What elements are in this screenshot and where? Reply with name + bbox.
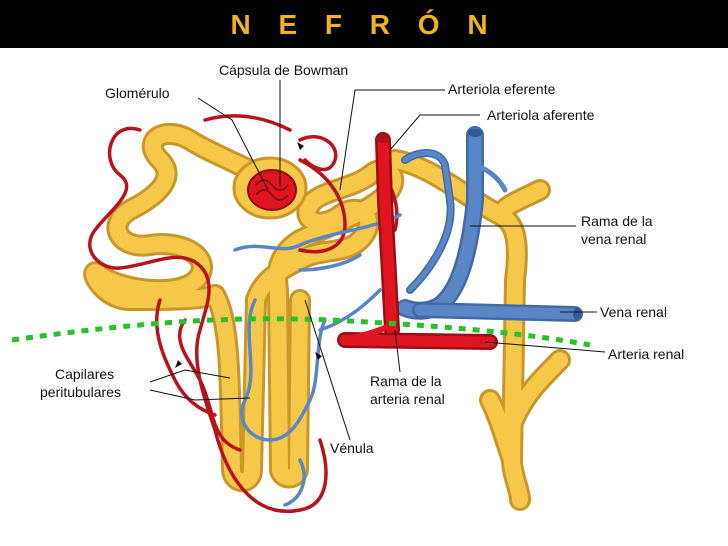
- title-bar: [0, 0, 728, 48]
- label-capsula: Cápsula de Bowman: [219, 62, 348, 78]
- renal-veins: [396, 126, 583, 322]
- label-rama-arteria-1: Rama de la: [370, 373, 442, 389]
- dotted-line: [11, 316, 591, 348]
- label-glomerulo: Glomérulo: [105, 85, 170, 101]
- label-rama-arteria-2: arteria renal: [370, 391, 445, 407]
- label-capilares-2: peritubulares: [40, 384, 121, 400]
- label-arteria-renal: Arteria renal: [608, 346, 684, 362]
- label-eferente: Arteriola eferente: [448, 81, 556, 97]
- label-rama-vena-2: vena renal: [581, 231, 646, 247]
- leader-lines: [149, 80, 606, 441]
- peritubular-capillaries: [88, 114, 402, 514]
- label-rama-vena-1: Rama de la: [581, 213, 653, 229]
- renal-arteries: [337, 132, 498, 350]
- label-aferente: Arteriola aferente: [487, 107, 595, 123]
- bowman-capsule: [232, 156, 308, 220]
- renal-tubule: [83, 122, 571, 511]
- flow-arrows: [175, 142, 322, 368]
- glomerulus: [247, 169, 297, 211]
- slide-title: N E F R Ó N: [230, 9, 498, 40]
- label-capilares-1: Capilares: [55, 366, 114, 382]
- label-venula: Vénula: [330, 440, 374, 456]
- label-vena-renal: Vena renal: [600, 304, 667, 320]
